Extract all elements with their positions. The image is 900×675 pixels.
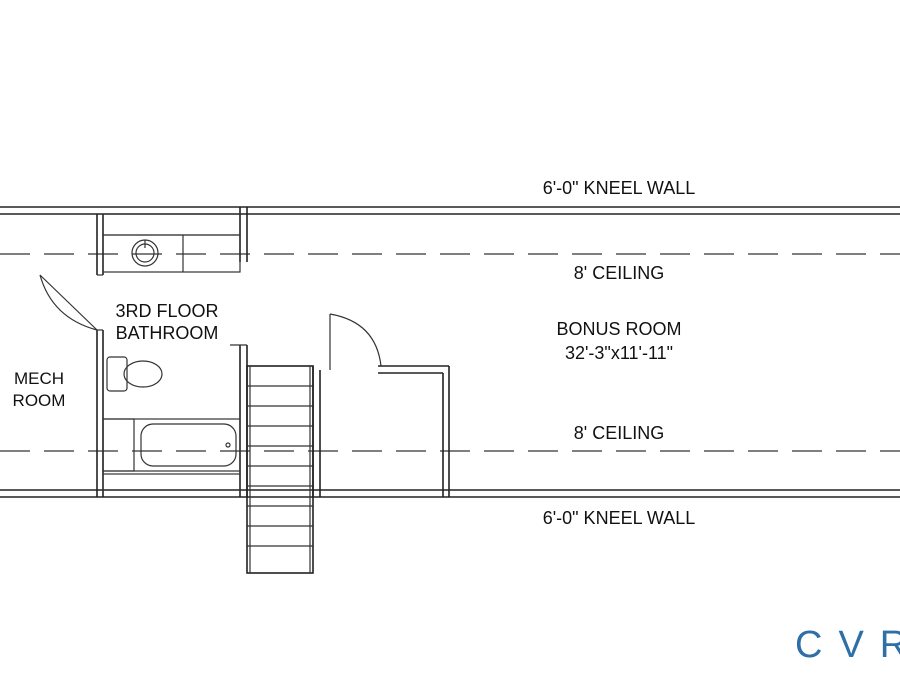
bonus-room-name: BONUS ROOM	[556, 319, 681, 339]
mech-room-label-line1: MECH	[14, 369, 64, 388]
closet-door	[329, 313, 382, 370]
cvr-logo: CVR	[795, 624, 900, 666]
closet-walls	[312, 365, 450, 497]
ceiling-lines	[0, 253, 900, 452]
bathroom-walls	[96, 207, 248, 497]
bathroom-door	[39, 274, 98, 331]
bonus-room-dimensions: 32'-3"x11'-11"	[565, 343, 673, 363]
sink-icon	[131, 239, 159, 267]
kneel-wall-bottom-label: 6'-0" KNEEL WALL	[543, 508, 696, 528]
outer-walls	[0, 206, 900, 498]
kneel-wall-top-label: 6'-0" KNEEL WALL	[543, 178, 696, 198]
bathtub-icon	[102, 418, 241, 472]
ceiling-bottom-label: 8' CEILING	[574, 423, 664, 443]
bathroom-label-line1: 3RD FLOOR	[115, 301, 218, 321]
bathroom-label-line2: BATHROOM	[116, 323, 219, 343]
staircase	[246, 365, 314, 574]
vanity-counter	[102, 213, 241, 273]
bath-shelf	[102, 473, 241, 491]
ceiling-top-label: 8' CEILING	[574, 263, 664, 283]
mech-room-label-line2: ROOM	[13, 391, 66, 410]
toilet-icon	[106, 356, 163, 392]
